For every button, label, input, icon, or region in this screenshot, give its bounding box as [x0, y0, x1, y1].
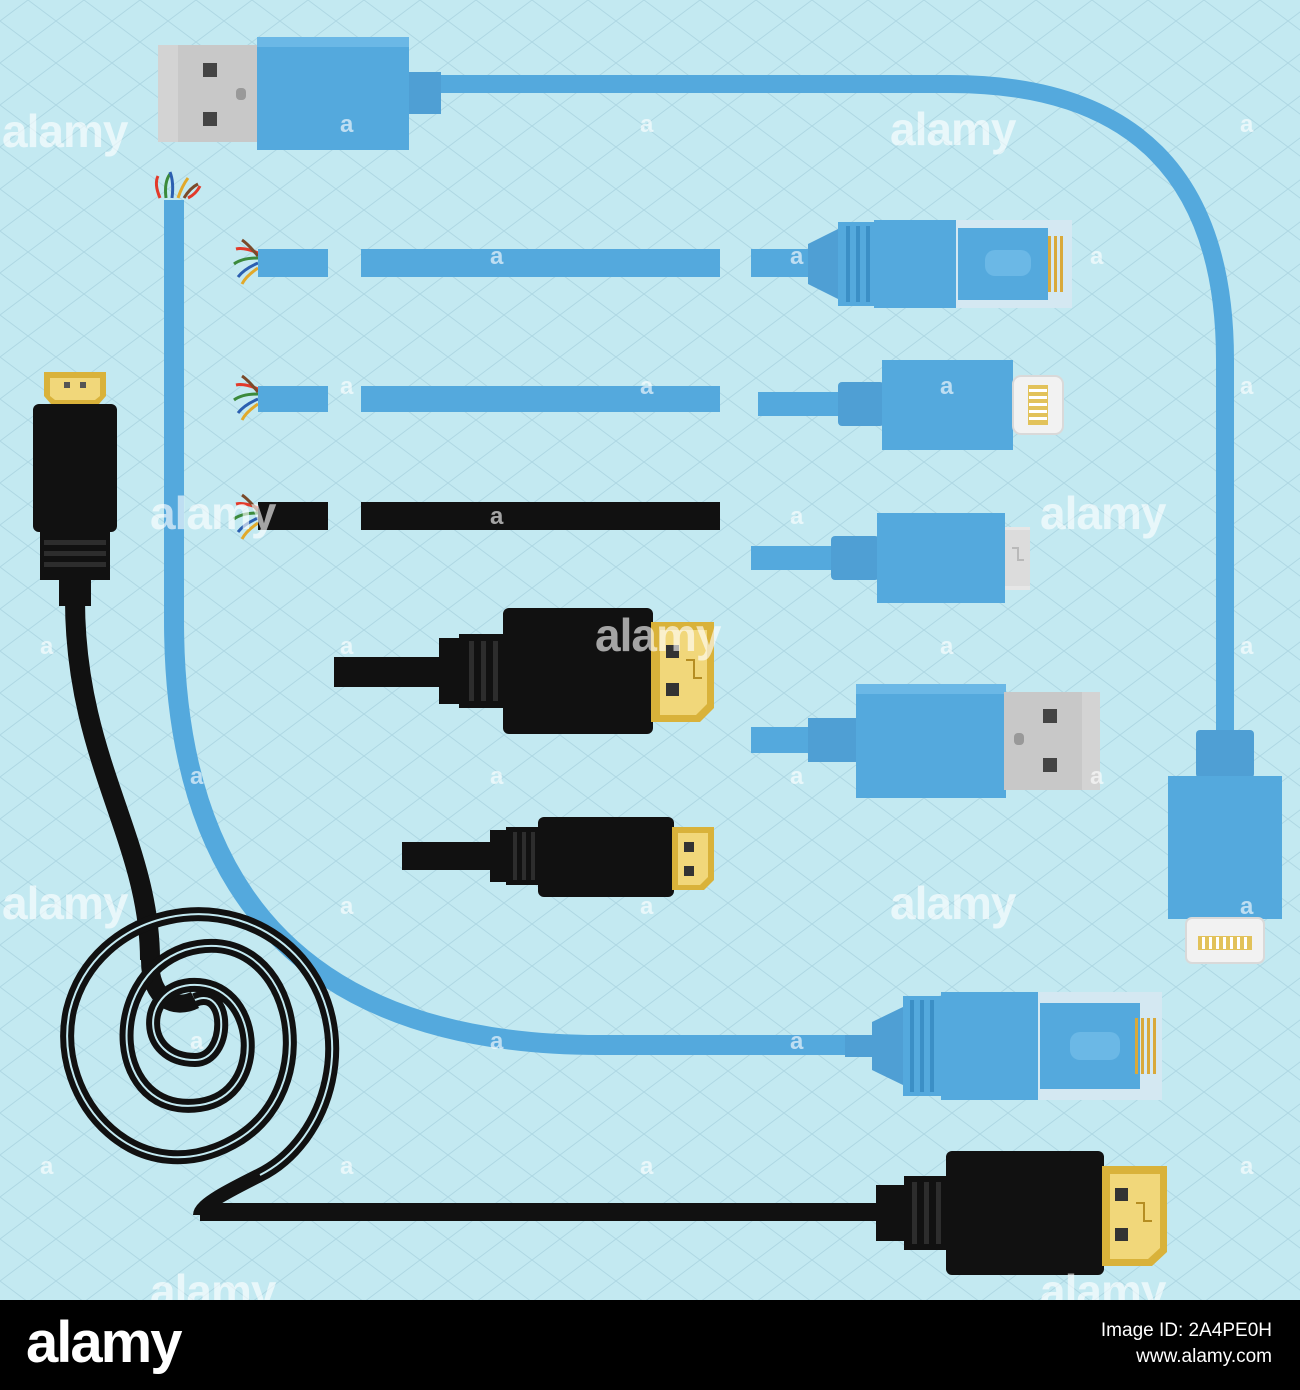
mini-hdmi-plug-icon: [490, 817, 714, 897]
ethernet-plug-icon: [845, 992, 1162, 1100]
hdmi-plug-large: [334, 608, 714, 734]
cables-artwork: [0, 0, 1300, 1300]
stripped-wire-icon: [233, 493, 260, 540]
usb-a-plug-icon: [808, 684, 1100, 798]
stripped-wire-icon: [154, 171, 202, 200]
stripped-wire-icon: [233, 374, 260, 421]
row-ethernet: [233, 220, 1072, 308]
lightning-plug-icon: [838, 360, 1064, 450]
hdmi-coiled-cable: [33, 372, 1167, 1275]
row-micro-usb: [233, 493, 1030, 603]
hdmi-plug-icon: [439, 608, 714, 734]
footer-bar: alamy Image ID: 2A4PE0H www.alamy.com: [0, 1300, 1300, 1390]
row-lightning: [233, 360, 1064, 450]
footer-info: Image ID: 2A4PE0H www.alamy.com: [1101, 1318, 1272, 1370]
site-link[interactable]: www.alamy.com: [1136, 1346, 1272, 1367]
lightning-plug-icon: [1168, 730, 1282, 964]
usb-lightning-cable: [158, 37, 1282, 964]
image-id-text: Image ID: 2A4PE0H: [1100, 1320, 1272, 1341]
cables-illustration: alamy alamy alamy alamy alamy alamy alam…: [0, 0, 1300, 1300]
mini-hdmi-plug: [402, 817, 714, 897]
usb-a-plug-icon: [158, 37, 441, 150]
hdmi-plug-icon: [33, 372, 117, 606]
usb-a-plug-row: [751, 684, 1100, 798]
micro-usb-plug-icon: [831, 513, 1030, 603]
hdmi-plug-icon: [876, 1151, 1167, 1275]
ethernet-plug-icon: [808, 220, 1072, 308]
footer-logo: alamy: [26, 1310, 182, 1375]
stripped-wire-icon: [233, 238, 260, 285]
